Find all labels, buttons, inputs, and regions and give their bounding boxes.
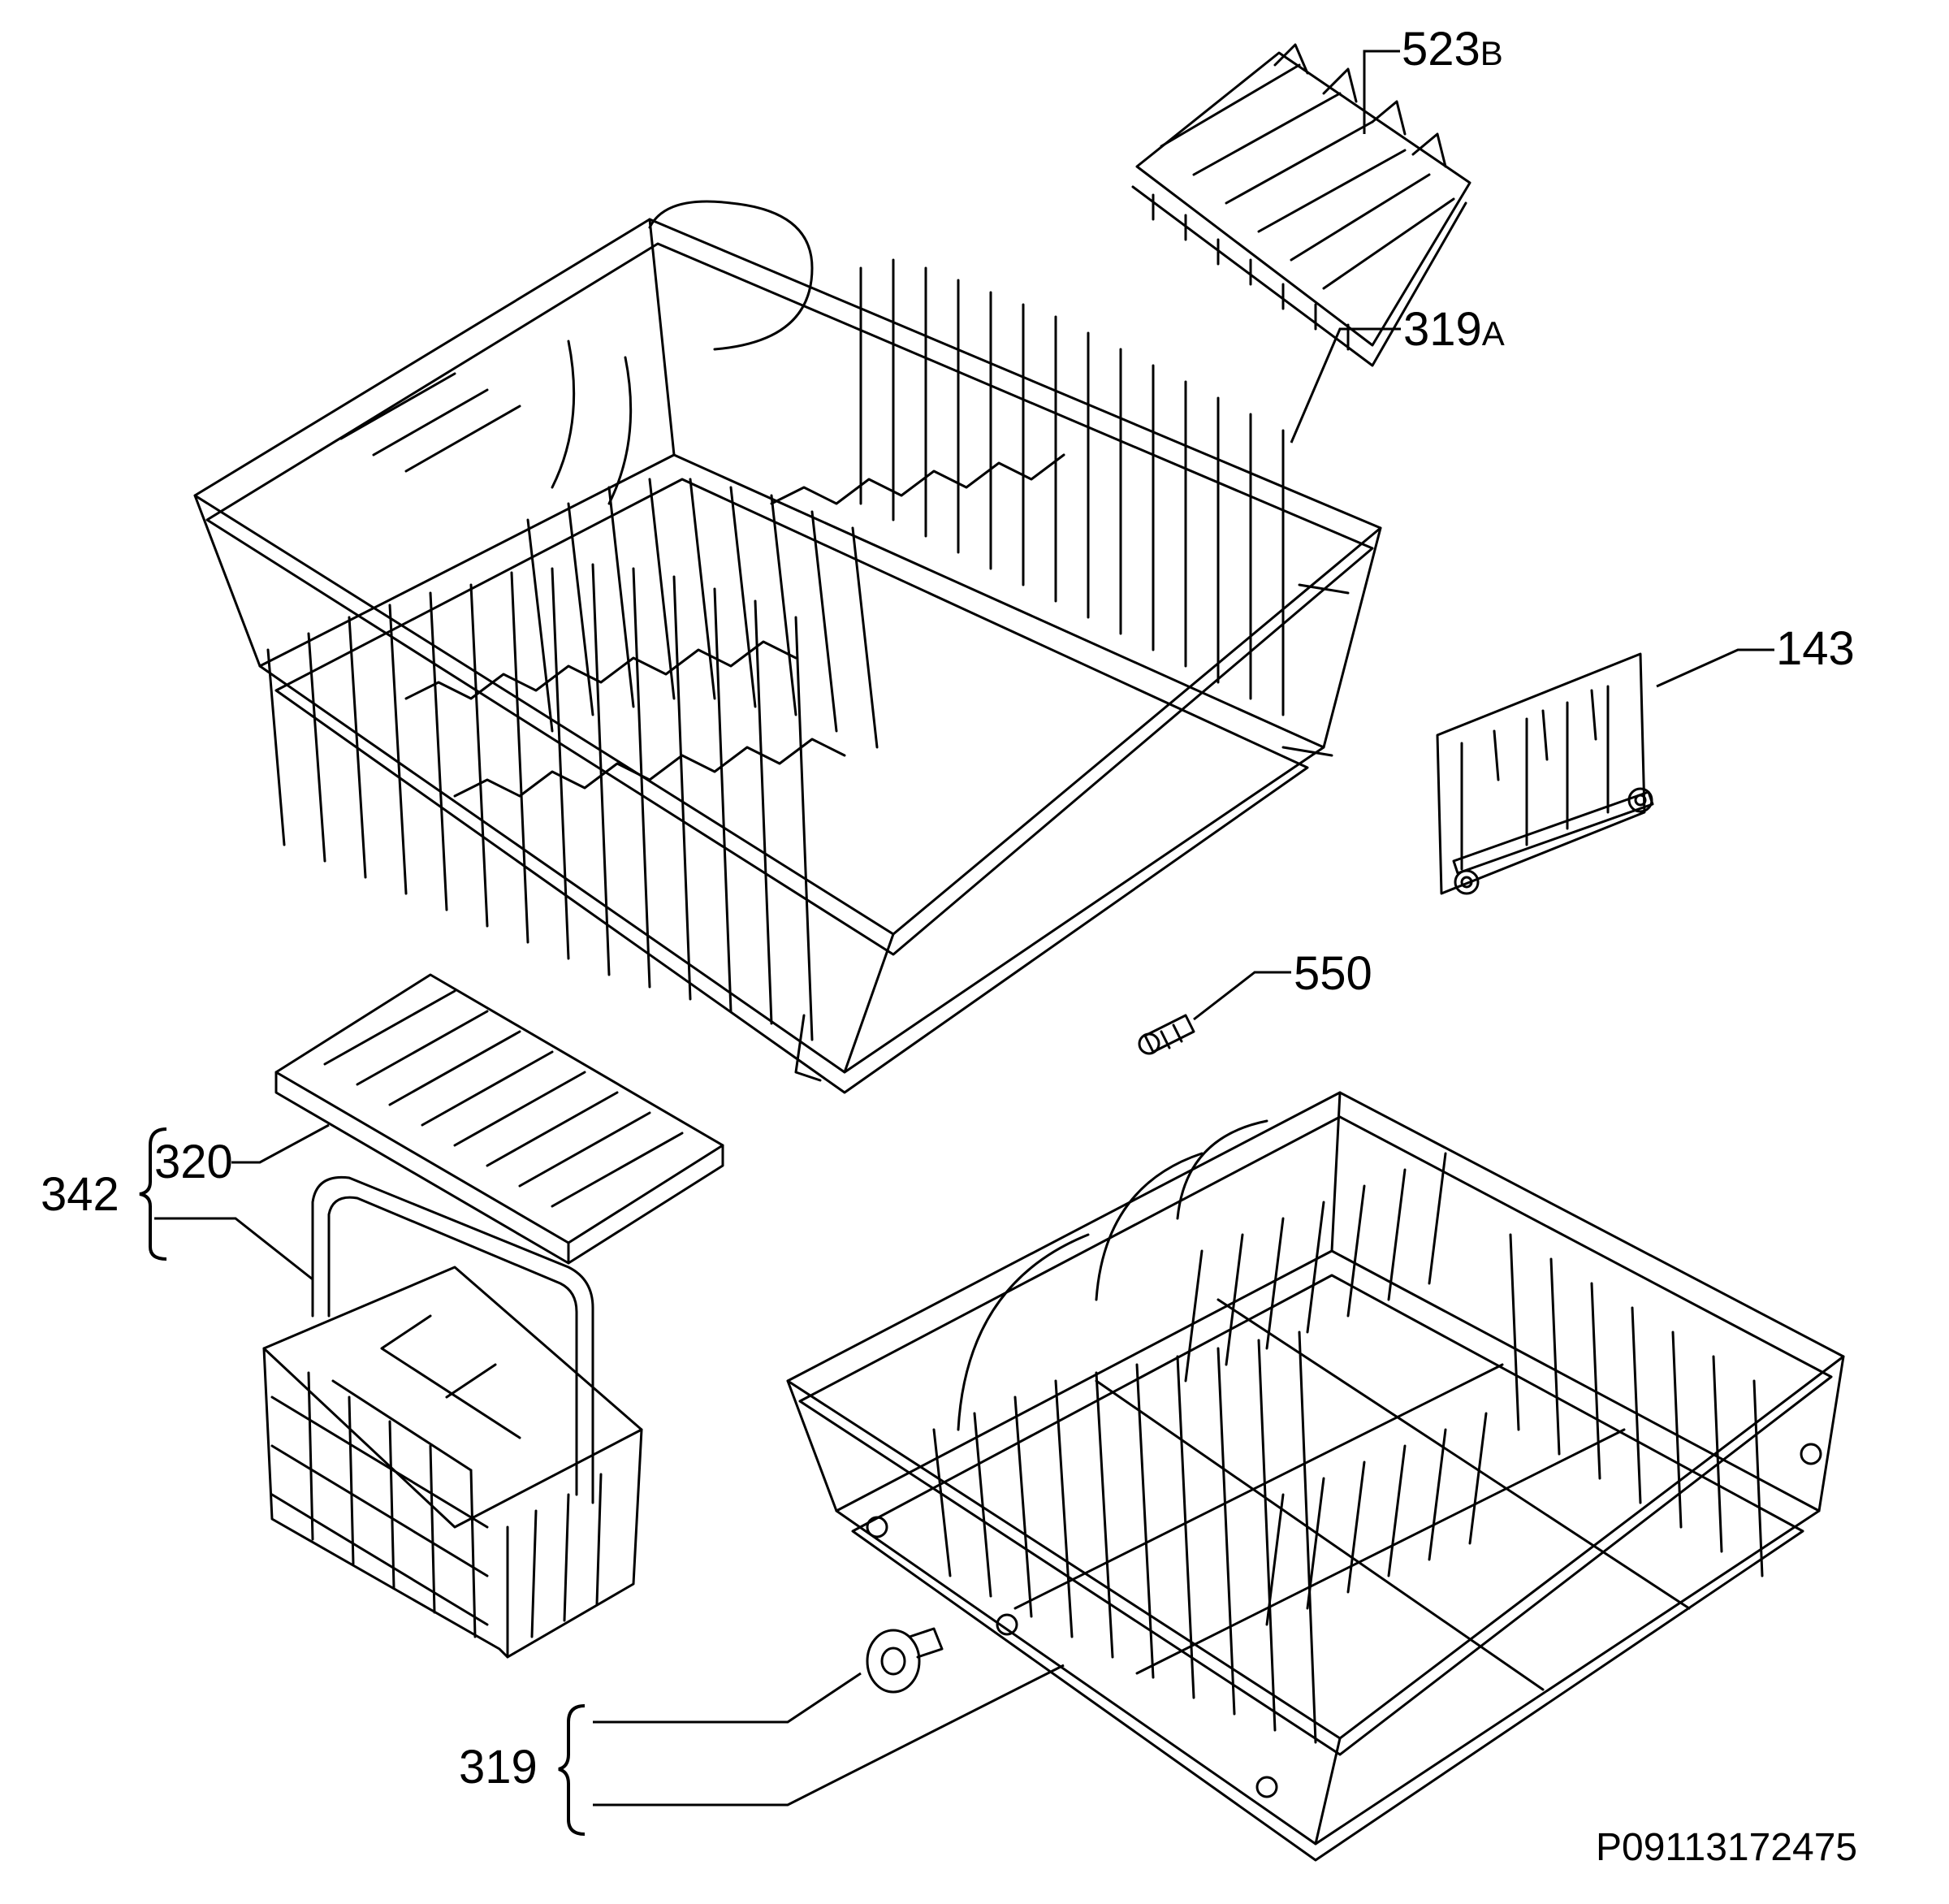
part-319-wheel[interactable] (866, 1627, 944, 1694)
leader-319-basket (593, 1664, 1065, 1807)
leader-319-wheel (593, 1672, 862, 1724)
callout-550: 550 (1294, 947, 1372, 1000)
callout-342: 342 (41, 1168, 119, 1221)
brace-342 (139, 1127, 167, 1261)
part-523b-cup-rack[interactable] (1131, 43, 1471, 367)
drawing-code: P09113172475 (1596, 1826, 1857, 1869)
part-319-lower-basket[interactable] (786, 1091, 1845, 1862)
part-550-stopper[interactable] (1138, 1014, 1195, 1055)
leader-143 (1656, 648, 1774, 688)
callout-523b: 523B (1402, 23, 1503, 76)
brace-319 (558, 1704, 586, 1836)
callout-143: 143 (1776, 622, 1855, 675)
leader-319a (1290, 327, 1401, 444)
part-319a-upper-basket[interactable] (193, 200, 1382, 1094)
part-143-rail[interactable] (1436, 652, 1654, 895)
leader-550 (1193, 971, 1291, 1021)
leader-320 (231, 1123, 330, 1164)
leader-523b (1363, 50, 1400, 134)
leader-342-basket (154, 1217, 313, 1281)
callout-319a: 319A (1403, 303, 1505, 356)
callout-320: 320 (154, 1136, 233, 1188)
part-342-cutlery-basket[interactable] (262, 1175, 643, 1659)
leader-lines (154, 50, 1774, 1807)
callout-319: 319 (459, 1741, 538, 1794)
part-320-basket-lid[interactable] (274, 973, 724, 1265)
